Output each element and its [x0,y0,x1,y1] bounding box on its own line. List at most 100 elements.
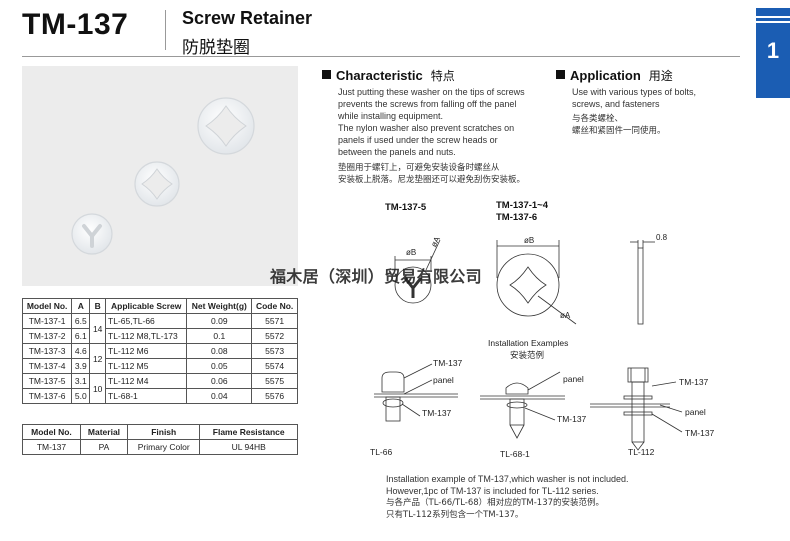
bullet-square-icon [556,70,565,79]
cell-model: TM-137-1 [21,313,73,329]
cell-screw: TL-65,TL-66 [104,313,188,329]
cell-a: 4.6 [71,343,91,359]
install-label-tm-tl112-b: TM-137 [685,428,715,438]
dim-label-a-small: øA [429,235,442,249]
col-finish: Finish [127,424,201,440]
cell-a: 6.5 [71,313,91,329]
cell-weight: 0.09 [186,313,253,329]
cell-model: TM-137-2 [21,328,73,344]
cell-weight: 0.06 [186,373,253,389]
cell-model: TM-137-3 [21,343,73,359]
install-note-cn: 与各产品（TL-66/TL-68）相对应的TM-137的安装范例。 只有TL-1… [386,498,605,520]
chapter-tab [756,8,790,98]
install-label-tm-tl681: TM-137 [557,414,587,424]
cell-screw: TL-112 M4 [104,373,188,389]
install-tl681 [480,371,565,439]
chapter-number: 1 [766,38,780,63]
cell-flame: UL 94HB [199,439,298,455]
install-tl66 [374,363,458,422]
cell-model: TM-137-4 [21,358,73,374]
cell-finish: Primary Color [127,439,201,455]
col-material: Material [79,424,129,440]
washer-large [197,97,255,155]
drawing-side-view [630,240,655,325]
install-label-panel-tl66: panel [433,375,454,385]
cell-weight: 0.08 [186,343,253,359]
cell-screw: TL-112 M8,TL-173 [104,328,188,344]
dim-label-b-large: øB [524,236,534,245]
install-label-panel-tl112: panel [685,407,706,417]
cell-code: 5575 [251,373,298,389]
drawing-label-tm137-1-4: TM-137-1~4 [496,200,549,211]
table-row: TM-137 PA Primary Color UL 94HB [22,439,298,455]
washer-photo-illustration [71,97,255,255]
washer-drawings: øB øA øB øA 0.8 [394,233,668,325]
product-photo [22,66,298,286]
title-separator [165,10,166,50]
spec-table-header: Model No. A B Applicable Screw Net Weigh… [21,298,298,314]
drawing-tm137-1-4 [496,240,577,325]
cell-a: 5.0 [71,388,91,404]
company-watermark: 福木居（深圳）贸易有限公司 [270,267,482,286]
cell-code: 5574 [251,358,298,374]
install-examples-title: Installation Examples [488,338,569,348]
table-row: TM-137-1 6.5 14 TL-65,TL-66 0.09 5571 [21,313,298,344]
cell-weight: 0.05 [186,358,253,374]
col-code: Code No. [251,298,298,314]
cell-a: 3.9 [71,358,91,374]
title-english: Screw Retainer [182,8,313,28]
cell-weight: 0.1 [186,328,253,344]
cell-b: 12 [89,343,106,374]
col-flame: Flame Resistance [199,424,298,440]
application-text-en: Use with various types of bolts, screws,… [572,87,697,109]
characteristic-text-cn: 垫圈用于螺钉上，可避免安装设备时螺丝从 安装板上脱落。尼龙垫圈还可以避免刮伤安装… [338,163,526,185]
cell-b: 10 [89,373,106,404]
dim-label-b-small: øB [406,248,416,257]
drawing-label-tm137-5: TM-137-5 [385,202,427,213]
material-table-header: Model No. Material Finish Flame Resistan… [22,424,298,440]
drawing-label-tm137-6: TM-137-6 [496,212,538,223]
dim-label-a-large: øA [560,311,571,320]
install-examples-title-cn: 安装范例 [510,351,545,361]
spec-table: Model No. A B Applicable Screw Net Weigh… [21,298,298,404]
col-b: B [89,298,106,314]
col-weight: Net Weight(g) [186,298,253,314]
table-row: TM-137-6 5.0 TL-68-1 0.04 5576 [21,388,298,404]
washer-medium [134,161,180,207]
bullet-square-icon [322,70,331,79]
title-chinese: 防脱垫圈 [182,38,250,58]
cell-a: 6.1 [71,328,91,344]
table-row: TM-137-5 3.1 10 TL-112 M4 0.06 5575 [21,373,298,404]
cell-screw: TL-112 M6 [104,343,188,359]
material-table: Model No. Material Finish Flame Resistan… [22,424,298,455]
install-label-panel-tl681: panel [563,374,584,384]
install-label-tm-tl66: TM-137 [433,358,463,368]
col-screw: Applicable Screw [104,298,188,314]
cell-material: PA [79,439,129,455]
model-title: TM-137 [22,8,129,41]
install-tl112 [590,367,683,451]
thickness-label: 0.8 [656,233,668,242]
install-label-tm-tl66-b: TM-137 [422,408,452,418]
table-row: TM-137-2 6.1 TL-112 M8,TL-173 0.1 5572 [21,328,298,344]
application-text-cn: 与各类螺栓、 螺丝和紧固件一同使用。 [572,114,666,136]
installation-drawings [374,363,683,451]
cell-weight: 0.04 [186,388,253,404]
washer-small [71,213,113,255]
cell-code: 5571 [251,313,298,329]
cell-model: TM-137-6 [21,388,73,404]
cell-a: 3.1 [71,373,91,389]
install-label-tl681: TL-68-1 [500,449,530,459]
cell-b: 14 [89,313,106,344]
table-row: TM-137-4 3.9 TL-112 M5 0.05 5574 [21,358,298,374]
cell-model: TM-137 [22,439,81,455]
characteristic-text-en: Just putting these washer on the tips of… [338,87,525,157]
install-label-tl112: TL-112 [628,447,655,457]
install-label-tl66: TL-66 [370,447,393,457]
cell-model: TM-137-5 [21,373,73,389]
header-rule [22,56,740,57]
install-label-tm-tl112: TM-137 [679,377,709,387]
cell-code: 5576 [251,388,298,404]
